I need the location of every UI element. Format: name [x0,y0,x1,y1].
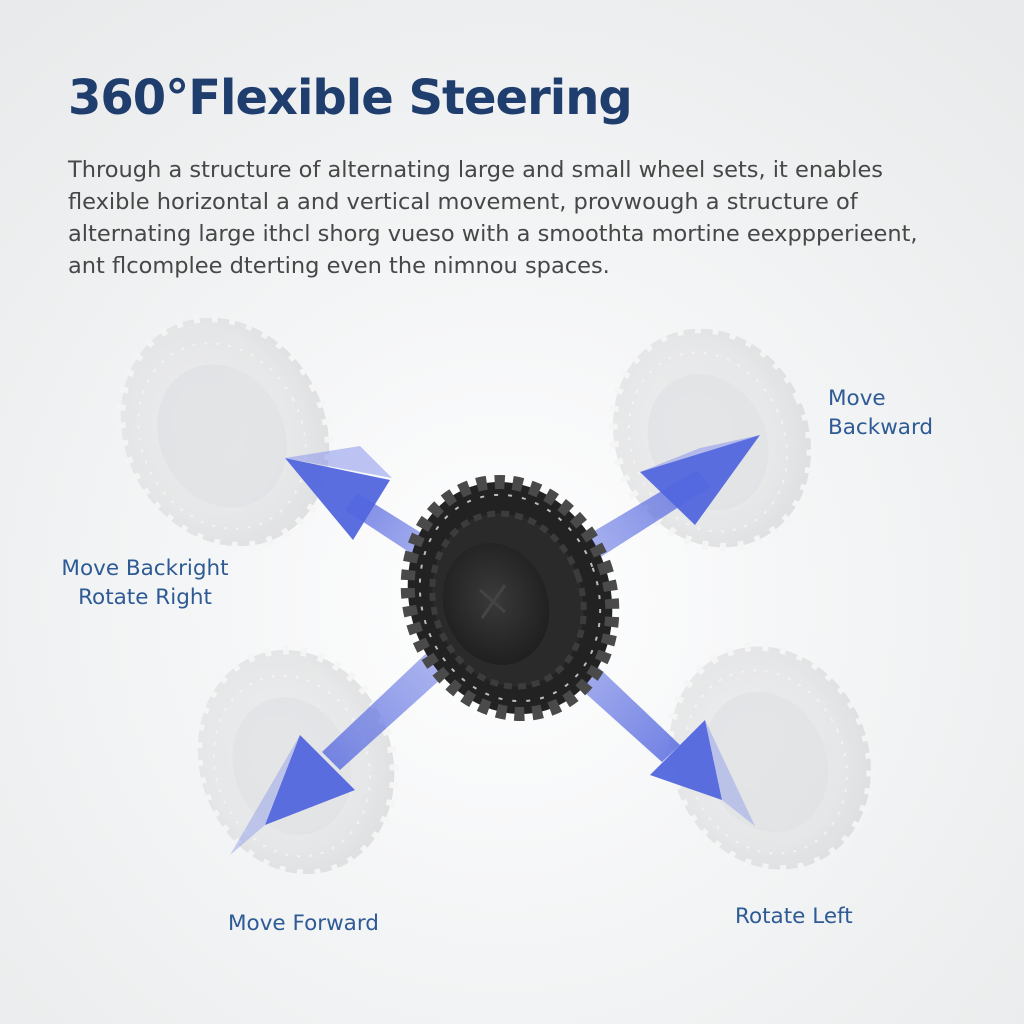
label-line: Rotate Right [78,585,212,610]
description: Through a structure of alternating large… [68,154,948,282]
ghost-wheel-upper-left [116,313,334,551]
ghost-wheel-lower-right [664,641,876,875]
center-omni-wheel [400,474,620,722]
label-move-backward: Move Backward [828,384,933,442]
label-move-forward: Move Forward [228,911,379,936]
page-title: 360°Flexible Steering [68,70,633,126]
description-line: alternating large ithcl shorg vueso with… [68,221,918,247]
label-line: Backward [828,415,934,440]
description-line: Through a structure of alternating large… [68,157,884,183]
label-line: Move Backright [61,556,229,581]
label-rotate-left: Rotate Left [735,904,853,929]
description-line: flexible horizontal a and vertical movem… [68,189,858,215]
label-move-backright: Move Backright Rotate Right [56,554,234,612]
description-line: ant flcomplee dterting even the nimnou s… [68,253,610,279]
label-line: Move [828,386,886,411]
